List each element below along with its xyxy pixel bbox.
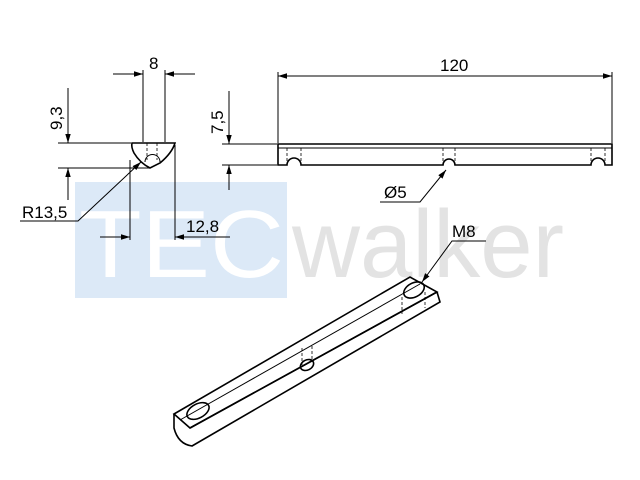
dimension-thread-label: M8 [452, 222, 476, 241]
dimension-width-label: 8 [149, 54, 158, 73]
dimension-width: 8 [113, 54, 195, 77]
dimension-length-total: 120 [278, 56, 612, 79]
dimension-height-side: 7,5 [208, 91, 232, 190]
dimension-thread: M8 [421, 222, 486, 283]
dimension-length-bottom-label: 12,8 [186, 217, 219, 236]
dimension-length-total-label: 120 [440, 56, 468, 75]
isometric-view [172, 276, 441, 447]
dimension-hole-diameter: Ø5 [380, 169, 447, 203]
dimension-length-bottom: 12,8 [100, 217, 230, 240]
dimension-hole-diameter-label: Ø5 [384, 183, 407, 202]
dimension-height-total: 9,3 [47, 88, 71, 200]
watermark-logo: TEC walker [75, 182, 564, 298]
watermark-box [75, 182, 287, 298]
side-view [222, 72, 613, 166]
watermark-walker-text: walker [291, 191, 564, 298]
dimension-height-total-label: 9,3 [47, 106, 66, 130]
front-view [58, 70, 177, 240]
dimension-radius-label: R13,5 [22, 203, 67, 222]
dimension-radius: R13,5 [20, 161, 142, 222]
watermark-tec-text: TEC [79, 191, 284, 298]
dimension-height-side-label: 7,5 [208, 110, 227, 134]
